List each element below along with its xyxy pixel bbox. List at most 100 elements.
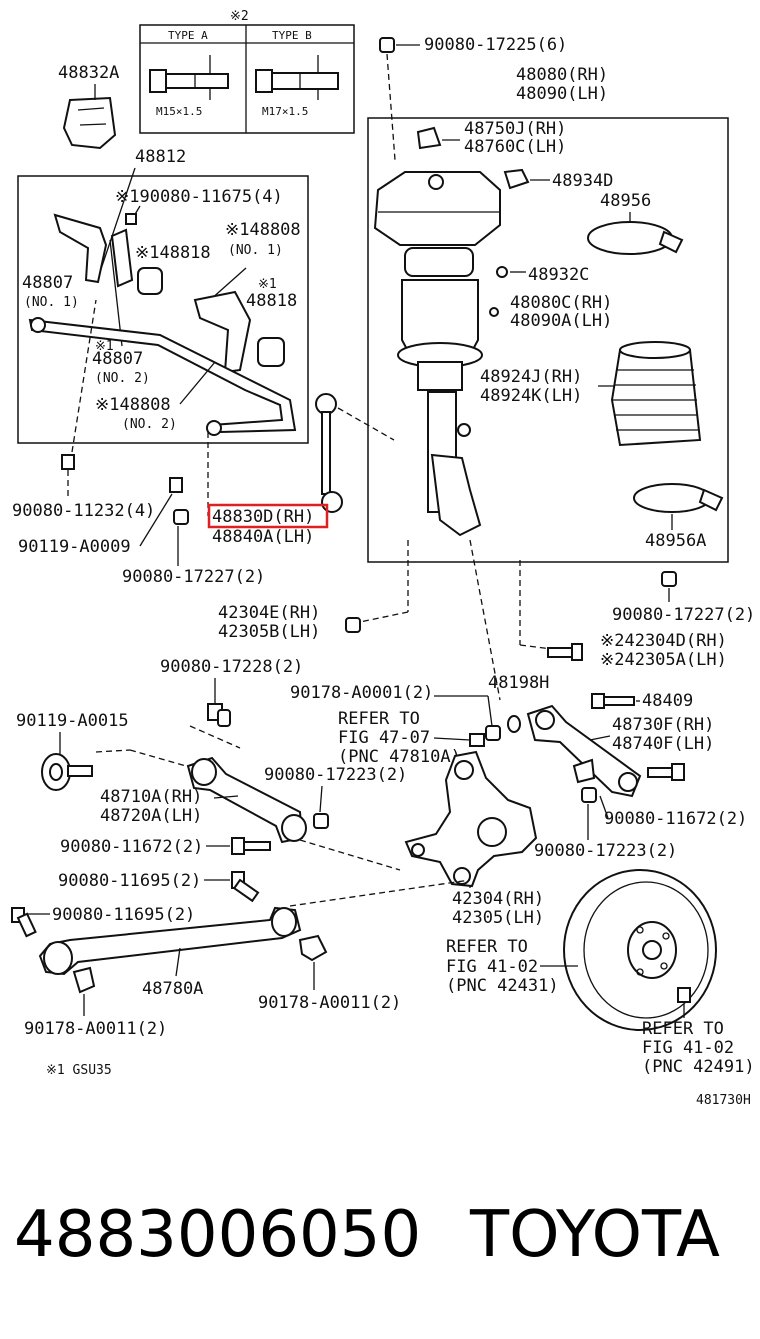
bolt-90080-11232-icon <box>61 454 75 470</box>
label-48750j: 48750J(RH) <box>464 119 566 139</box>
label-48090: 48090(LH) <box>516 84 608 104</box>
stabilizer-bar-icon <box>28 317 297 436</box>
label-42304: 42304(RH) <box>452 889 544 909</box>
label-48740f: 48740F(LH) <box>612 734 714 754</box>
label-48812: 48812 <box>135 147 186 167</box>
label-42305b: 42305B(LH) <box>218 622 320 642</box>
label-90119-a0015: 90119-A0015 <box>16 711 129 731</box>
label-48760c: 48760C(LH) <box>464 137 566 157</box>
bolt-90080-11672-b-icon <box>647 763 685 781</box>
clamp-48808-no1-icon <box>110 228 134 288</box>
bolt-type-a-icon <box>149 55 229 100</box>
label-48818-b: 48818 <box>246 291 297 311</box>
type-b-spec: M17×1.5 <box>262 105 308 118</box>
nut-90178-a0001-icon <box>485 725 501 741</box>
clip-48934d-icon <box>503 168 530 190</box>
nut-90080-17223-b-icon <box>581 787 597 803</box>
label-42305a: ※242305A(LH) <box>600 650 727 670</box>
nut-90080-17227-b-icon <box>661 571 677 587</box>
type-a-spec: M15×1.5 <box>156 105 202 118</box>
label-refer2-a: REFER TO <box>446 937 528 957</box>
label-48710a: 48710A(RH) <box>100 787 202 807</box>
type-table-mark: ※2 <box>230 9 249 24</box>
bracket-48807-no1-icon <box>53 213 108 284</box>
highlight-48830d <box>207 503 329 529</box>
band-48956-icon <box>587 221 684 255</box>
nut-90119-a0009-icon <box>169 477 183 493</box>
label-90080-17225: 90080-17225(6) <box>424 35 567 55</box>
label-48808-no2-sub: (NO. 2) <box>122 417 177 432</box>
label-48720a: 48720A(LH) <box>100 806 202 826</box>
label-90178-a0011-b: 90178-A0011(2) <box>258 993 401 1013</box>
label-48830d[interactable]: 48830D(RH) <box>212 507 314 527</box>
bolt-42304d-icon <box>547 643 583 661</box>
washer-48198h-icon <box>507 715 521 733</box>
label-48924j: 48924J(RH) <box>480 367 582 387</box>
nut-90080-17225-icon <box>379 37 395 53</box>
type-a-header: TYPE A <box>168 29 208 42</box>
label-90080-11695-a: 90080-11695(2) <box>58 871 201 891</box>
label-48818-b-mark: ※1 <box>258 277 277 292</box>
label-90080-11672-a: 90080-11672(2) <box>60 837 203 857</box>
label-90080-11695-b: 90080-11695(2) <box>52 905 195 925</box>
caption-part-number: 4883006050 <box>14 1198 421 1272</box>
diagram-code: 481730H <box>696 1093 751 1108</box>
label-refer2-b: FIG 41-02 <box>446 957 538 977</box>
label-refer3-b: FIG 41-02 <box>642 1038 734 1058</box>
arm-48730f-icon <box>526 704 642 798</box>
label-48409: 48409 <box>642 691 693 711</box>
caption-brand: TOYOTA <box>469 1198 720 1272</box>
label-48808-no1-sub: (NO. 1) <box>228 243 283 258</box>
label-42305: 42305(LH) <box>452 908 544 928</box>
label-48807-no2-sub: (NO. 2) <box>95 371 150 386</box>
label-refer1-c: (PNC 47810A) <box>338 747 461 767</box>
label-48934d: 48934D <box>552 171 613 191</box>
nut-90080-17227-a-icon <box>173 509 189 525</box>
bolt-refer1-icon <box>469 733 485 747</box>
label-48840a: 48840A(LH) <box>212 527 314 547</box>
label-90080-17227-a: 90080-17227(2) <box>122 567 265 587</box>
label-90080-17223-b: 90080-17223(2) <box>534 841 677 861</box>
label-48832a: 48832A <box>58 63 119 83</box>
label-90178-a0011-a: 90178-A0011(2) <box>24 1019 167 1039</box>
label-48924k: 48924K(LH) <box>480 386 582 406</box>
label-48818-a: ※148818 <box>135 243 211 263</box>
bolt-90080-11695-b-icon <box>11 907 37 938</box>
label-90080-17223-a: 90080-17223(2) <box>264 765 407 785</box>
bolt-90080-11695-a-icon <box>231 871 260 903</box>
label-48090a: 48090A(LH) <box>510 311 612 331</box>
label-48080c: 48080C(RH) <box>510 293 612 313</box>
label-90080-11672-b: 90080-11672(2) <box>604 809 747 829</box>
label-48730f: 48730F(RH) <box>612 715 714 735</box>
screw-refer3-icon <box>677 987 691 1003</box>
bracket-48832a-icon <box>62 96 117 150</box>
knuckle-42304-icon <box>404 750 538 888</box>
nut-90178-a0011-b-icon <box>298 934 328 962</box>
bolt-90080-11672-a-icon <box>231 837 271 855</box>
label-48807-no2: 48807 <box>92 349 143 369</box>
nut-90080-17223-a-icon <box>313 813 329 829</box>
label-90178-a0001: 90178-A0001(2) <box>290 683 433 703</box>
label-90080-17228: 90080-17228(2) <box>160 657 303 677</box>
band-48956a-icon <box>633 483 724 513</box>
bolt-90080-17228-icon <box>207 703 231 727</box>
air-strut-48080-icon <box>373 171 501 537</box>
bolt-type-table: ※2 TYPE A TYPE B M15×1.5 M17×1.5 <box>139 9 355 134</box>
label-refer1-b: FIG 47-07 <box>338 728 430 748</box>
seal-48080c-icon <box>489 307 499 317</box>
label-48807-no1-sub: (NO. 1) <box>24 295 79 310</box>
nut-90178-a0011-a-icon <box>72 966 96 994</box>
label-refer3-a: REFER TO <box>642 1019 724 1039</box>
label-42304d: ※242304D(RH) <box>600 631 727 651</box>
bolt-48409-icon <box>591 693 635 709</box>
arm-48710a-icon <box>186 756 307 844</box>
bumper-48932c-icon <box>496 266 508 278</box>
brake-disc-icon <box>563 869 717 1031</box>
label-refer2-c: (PNC 42431) <box>446 976 559 996</box>
rod-48780a-icon <box>38 906 302 976</box>
label-48808-no2: ※148808 <box>95 395 171 415</box>
footnote: ※1 GSU35 <box>46 1063 112 1078</box>
stabilizer-group-box <box>17 175 309 444</box>
stabilizer-link-48830d-icon <box>315 393 343 513</box>
